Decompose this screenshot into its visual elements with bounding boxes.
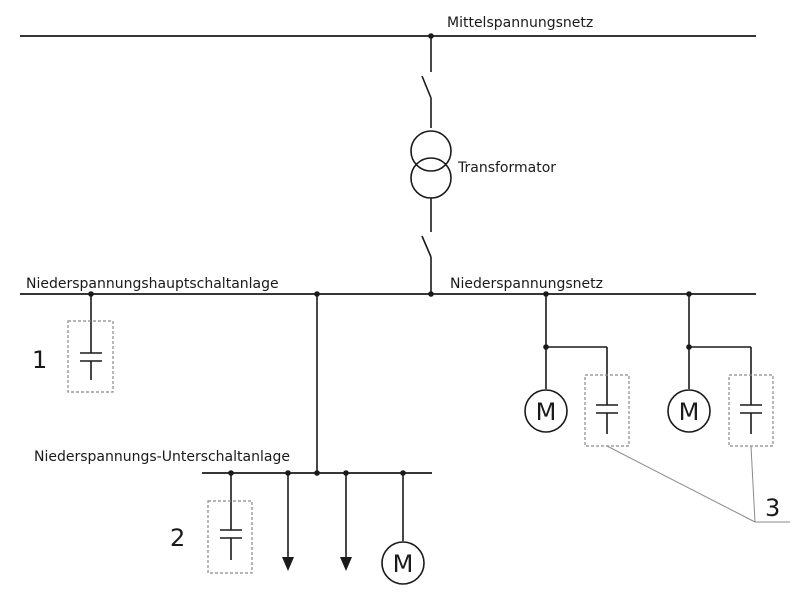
transformer-label: Transformator <box>457 160 556 176</box>
lv-sub-switchgear-label: Niederspannungs-Unterschaltanlage <box>34 449 290 465</box>
medium-voltage-label: Mittelspannungsnetz <box>447 15 593 31</box>
load-arrow-1 <box>282 473 294 571</box>
callout-1: 1 <box>32 346 47 374</box>
central-compensation-capacitor <box>67 294 114 393</box>
sub-motor-label: M <box>393 550 414 578</box>
motor-2-symbol <box>667 389 711 433</box>
lv-transformer-junction-dot <box>428 291 434 297</box>
load-arrow-2 <box>340 473 352 571</box>
lower-disconnect-switch <box>421 198 432 294</box>
main-lv-switchgear-label: Niederspannungshauptschaltanlage <box>26 276 279 292</box>
motor-1-label: M <box>536 398 557 426</box>
upper-disconnect-switch <box>421 36 432 128</box>
sub-junction-dot-3 <box>314 470 320 476</box>
transformer-symbol <box>410 130 452 199</box>
callout-3-leaders <box>606 445 790 523</box>
motor-1-symbol <box>524 389 568 433</box>
lv-grid-label: Niederspannungsnetz <box>450 276 603 292</box>
sub-motor-symbol <box>381 541 425 585</box>
motor-2-label: M <box>679 398 700 426</box>
callout-3: 3 <box>765 494 780 522</box>
group-compensation-capacitor <box>207 473 253 574</box>
callout-2: 2 <box>170 524 185 552</box>
